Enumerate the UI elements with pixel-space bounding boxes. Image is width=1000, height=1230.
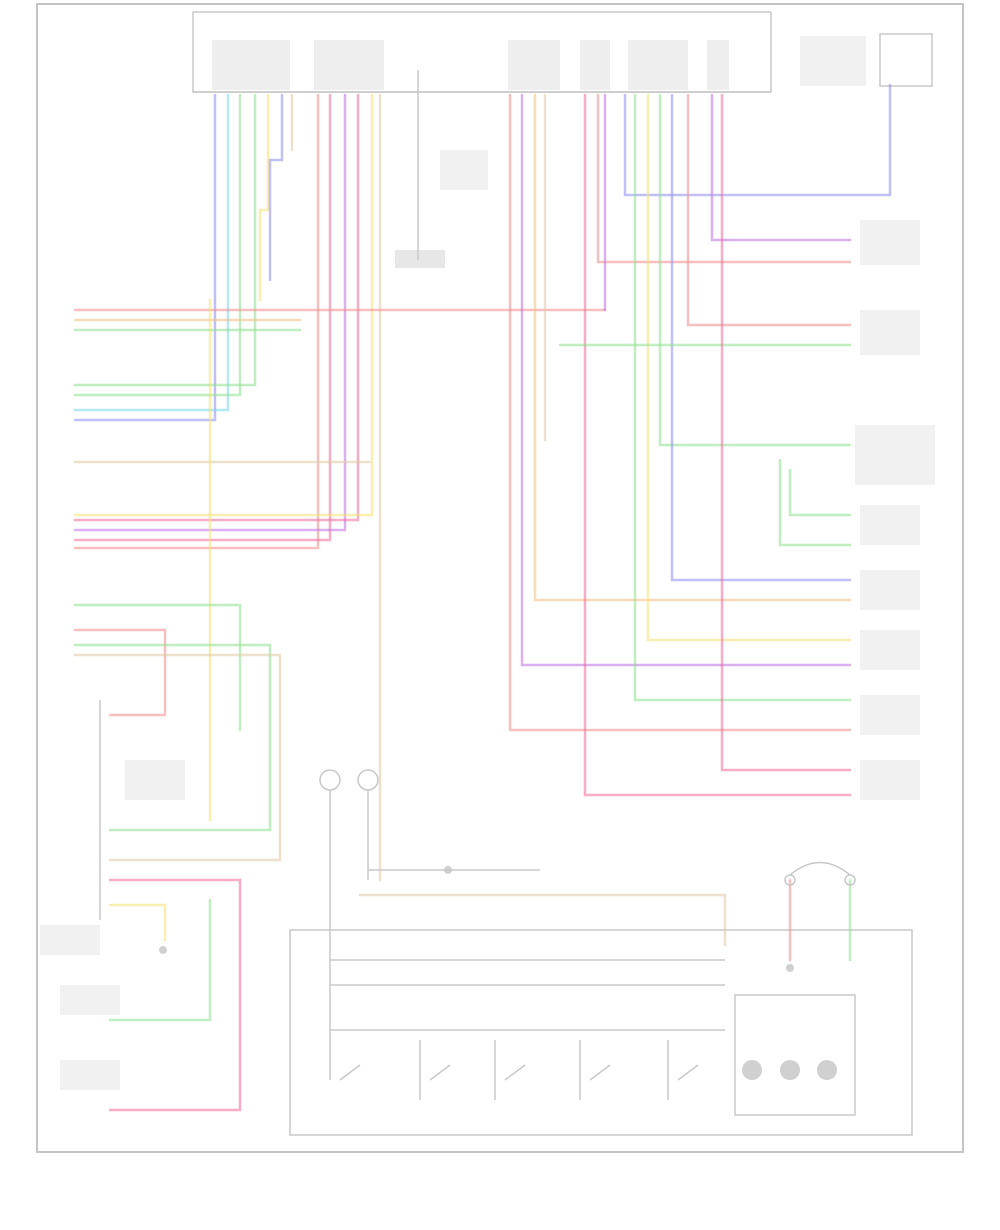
sensor-top-right (800, 33, 933, 87)
wire-bundle-middle (73, 93, 382, 882)
left-components (40, 760, 185, 1090)
wire-left-horizontal (73, 298, 607, 822)
wire-bundle-left-top (73, 93, 294, 422)
switch-row (329, 1040, 699, 1100)
ground-connector-top (395, 70, 488, 268)
diagram-frame (36, 3, 964, 1153)
right-component-blocks (855, 220, 935, 800)
bottom-panel (289, 861, 913, 1136)
wire-bundle-right (508, 83, 892, 797)
center-switch (319, 769, 540, 1040)
control-unit-top (192, 11, 772, 93)
wire-left-lower (73, 603, 282, 1112)
